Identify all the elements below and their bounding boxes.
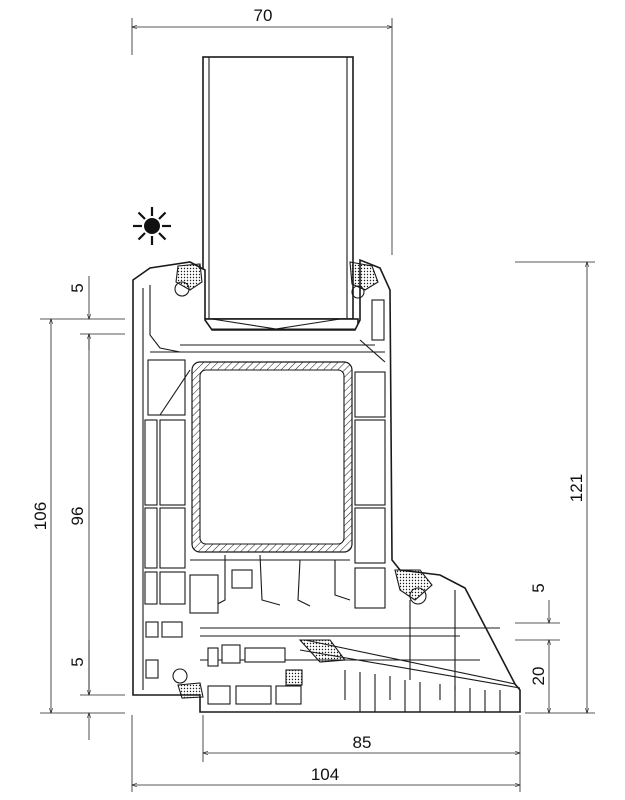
dimension-top-width: 70 (132, 6, 392, 255)
dimension-left: 106 96 5 5 (31, 276, 125, 740)
dim-label-top-width: 70 (254, 6, 273, 25)
dim-label-right-sill: 20 (529, 667, 548, 686)
dim-label-bottom-overall: 104 (311, 765, 339, 784)
dim-label-left-top-gap: 5 (68, 283, 87, 292)
dim-label-left-middle: 96 (68, 507, 87, 526)
dim-label-bottom-inner: 85 (353, 733, 372, 752)
dim-label-right-overall: 121 (567, 474, 586, 502)
dimension-bottom: 85 104 (132, 715, 520, 792)
frame-profile (132, 258, 521, 713)
dim-label-right-small: 5 (529, 583, 548, 592)
dimension-right: 121 5 20 (515, 262, 595, 713)
dim-label-left-bottom-gap: 5 (68, 657, 87, 666)
dim-label-left-overall: 106 (31, 502, 50, 530)
glass-pane (197, 56, 359, 340)
sun-icon (133, 207, 171, 245)
